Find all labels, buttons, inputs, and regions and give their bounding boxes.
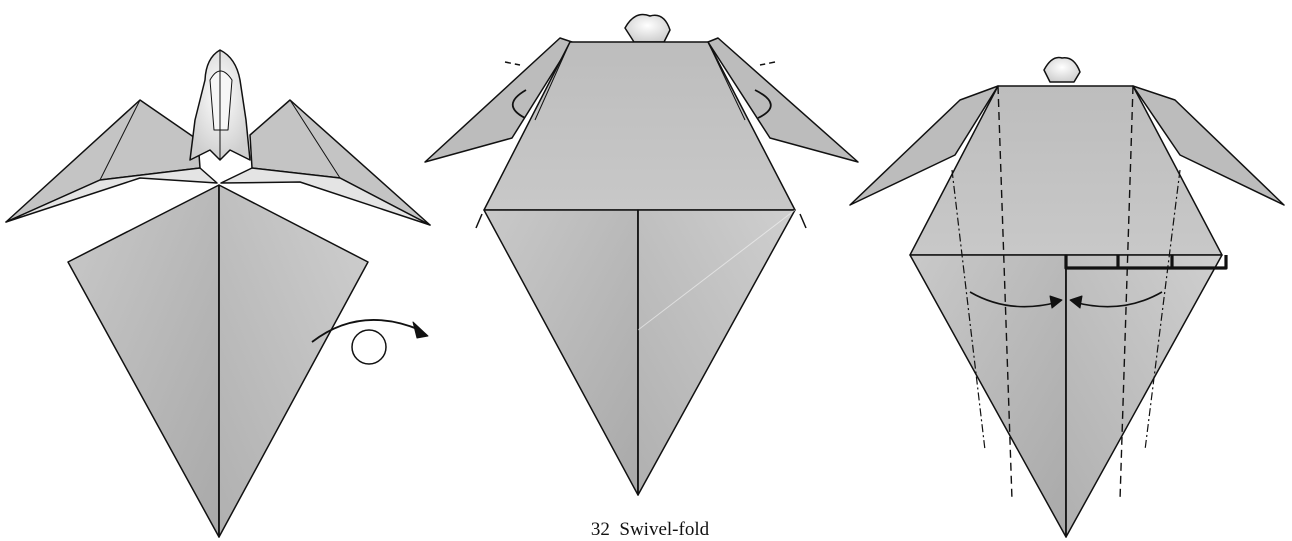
- head: [625, 15, 670, 43]
- kite-body-left: [68, 185, 219, 537]
- kite-lower-right: [638, 210, 795, 495]
- right-wing: [250, 100, 430, 225]
- left-wing: [6, 100, 200, 222]
- turn-over-arrowhead-icon: [413, 322, 428, 338]
- turn-over-circle-icon: [352, 330, 386, 364]
- kite-lower-right: [1066, 255, 1222, 537]
- head: [1044, 58, 1080, 83]
- step-diagram-1: [6, 50, 430, 537]
- kite-body-right: [219, 185, 368, 537]
- kite-lower-left: [484, 210, 638, 495]
- step-diagram-2: [425, 15, 858, 496]
- step-diagram-3: [850, 58, 1284, 538]
- step-caption: 32 Swivel-fold: [500, 519, 800, 541]
- kite-lower-left: [910, 255, 1066, 537]
